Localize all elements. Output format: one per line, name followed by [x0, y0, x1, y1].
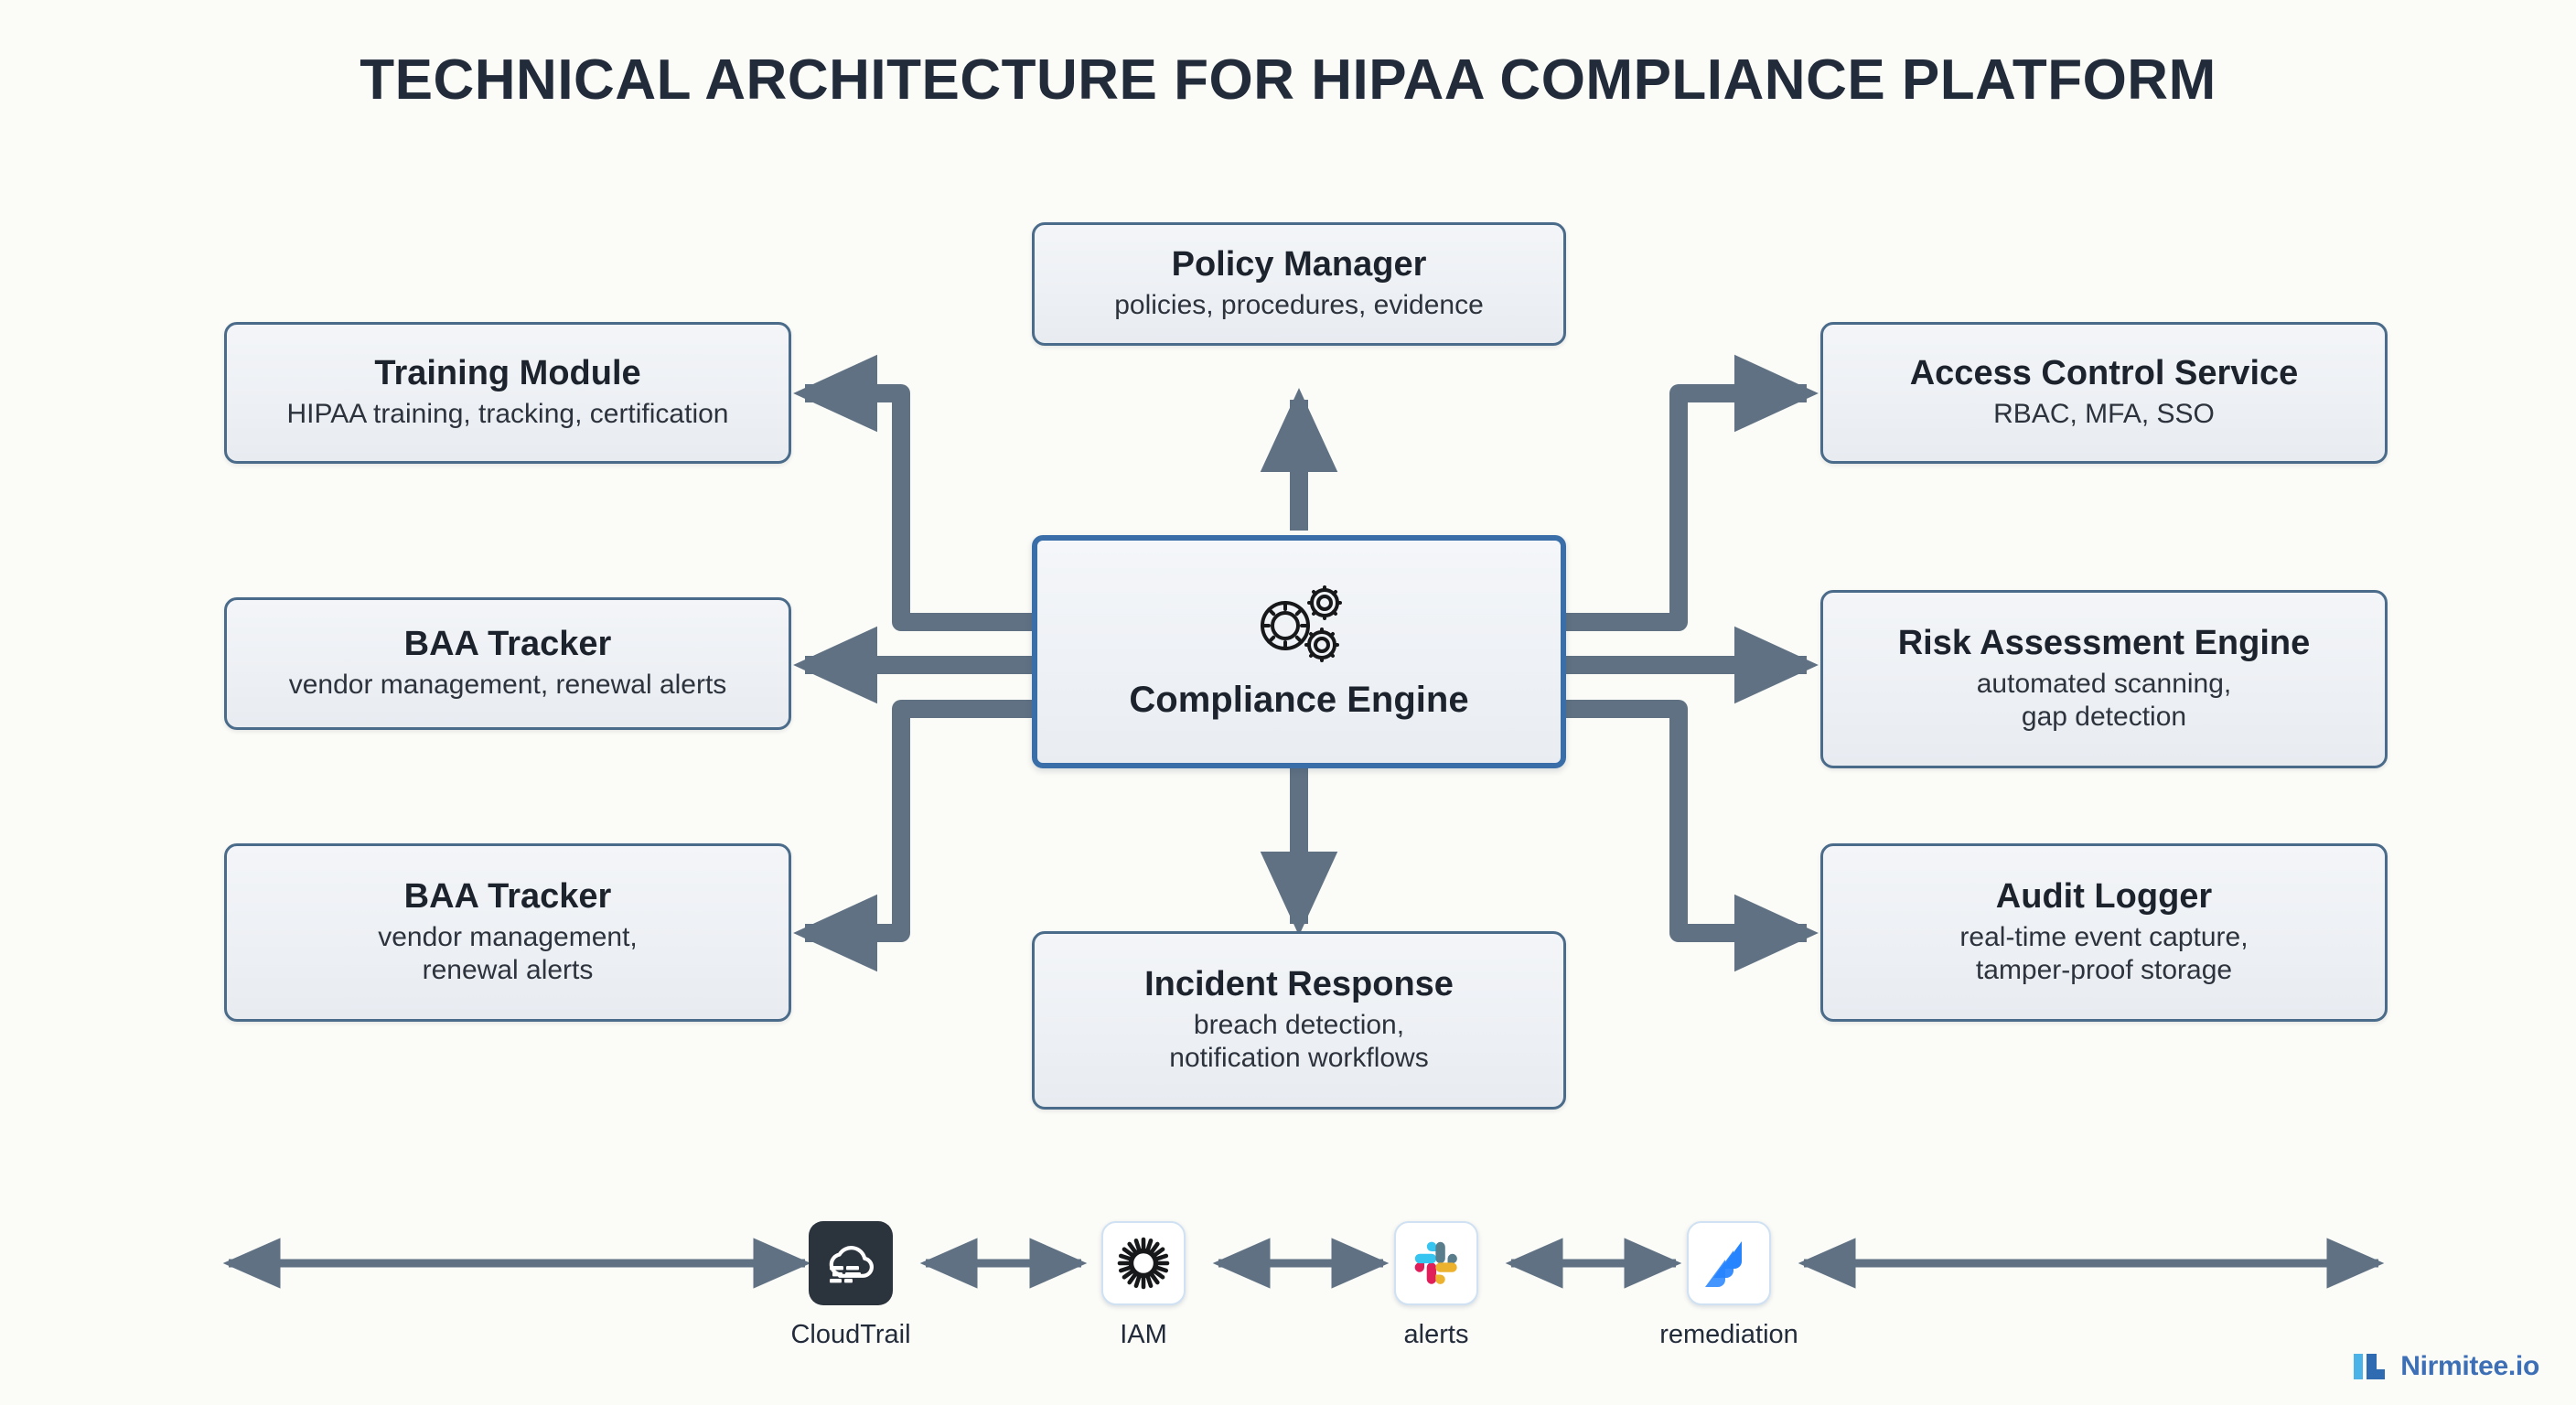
node-title: Compliance Engine	[1129, 680, 1469, 721]
integration-label-alerts: alerts	[1403, 1320, 1469, 1349]
node-subtitle: vendor management, renewal alerts	[378, 921, 638, 986]
node-title: BAA Tracker	[403, 877, 612, 917]
node-policy-manager[interactable]: Policy Manager policies, procedures, evi…	[1032, 222, 1566, 346]
node-audit-logger[interactable]: Audit Logger real-time event capture, ta…	[1820, 843, 2388, 1022]
integration-tile-iam[interactable]	[1101, 1221, 1186, 1305]
node-title: Training Module	[374, 354, 641, 393]
integration-label-cloudtrail: CloudTrail	[790, 1320, 911, 1349]
brand-name: Nirmitee.io	[2400, 1351, 2539, 1381]
node-compliance-engine[interactable]: Compliance Engine	[1032, 535, 1566, 768]
edge-engine-to-baa-tracker-2	[793, 700, 1032, 972]
gears-icon	[1261, 585, 1342, 663]
node-title: Incident Response	[1144, 965, 1454, 1004]
node-incident-response[interactable]: Incident Response breach detection, noti…	[1032, 931, 1566, 1110]
brand-watermark: Nirmitee.io	[2353, 1350, 2539, 1383]
cloudtrail-icon	[829, 1246, 874, 1283]
node-subtitle: real-time event capture, tamper-proof st…	[1959, 921, 2249, 986]
node-baa-tracker-1[interactable]: BAA Tracker vendor management, renewal a…	[224, 597, 791, 730]
node-training-module[interactable]: Training Module HIPAA training, tracking…	[224, 322, 791, 464]
integration-label-iam: IAM	[1120, 1320, 1167, 1349]
node-subtitle: vendor management, renewal alerts	[288, 669, 727, 700]
node-title: Audit Logger	[1995, 877, 2213, 917]
node-risk-assessment-engine[interactable]: Risk Assessment Engine automated scannin…	[1820, 590, 2388, 768]
iam-sunburst-icon	[1117, 1237, 1170, 1290]
page-title: TECHNICAL ARCHITECTURE FOR HIPAA COMPLIA…	[360, 48, 2216, 112]
edge-engine-to-training-module	[793, 354, 1032, 631]
node-subtitle: HIPAA training, tracking, certification	[286, 398, 729, 429]
integration-tile-remediation[interactable]	[1687, 1221, 1771, 1305]
node-title: BAA Tracker	[403, 625, 612, 664]
node-title: Risk Assessment Engine	[1897, 624, 2311, 663]
integration-tile-cloudtrail[interactable]	[809, 1221, 893, 1305]
nirmitee-logo-icon	[2354, 1354, 2386, 1379]
node-baa-tracker-2[interactable]: BAA Tracker vendor management, renewal a…	[224, 843, 791, 1022]
node-access-control-service[interactable]: Access Control Service RBAC, MFA, SSO	[1820, 322, 2388, 464]
node-title: Policy Manager	[1171, 245, 1427, 284]
slack-icon	[1414, 1241, 1457, 1284]
jira-icon	[1705, 1241, 1742, 1287]
node-subtitle: RBAC, MFA, SSO	[1993, 398, 2215, 429]
edge-engine-to-access-control	[1566, 354, 1819, 631]
integration-label-remediation: remediation	[1659, 1320, 1798, 1349]
node-title: Access Control Service	[1909, 354, 2299, 393]
edge-engine-to-audit-logger	[1566, 700, 1819, 972]
node-subtitle: policies, procedures, evidence	[1114, 289, 1484, 320]
node-subtitle: breach detection, notification workflows	[1169, 1009, 1429, 1074]
node-subtitle: automated scanning, gap detection	[1976, 668, 2232, 733]
integration-tile-alerts[interactable]	[1394, 1221, 1478, 1305]
